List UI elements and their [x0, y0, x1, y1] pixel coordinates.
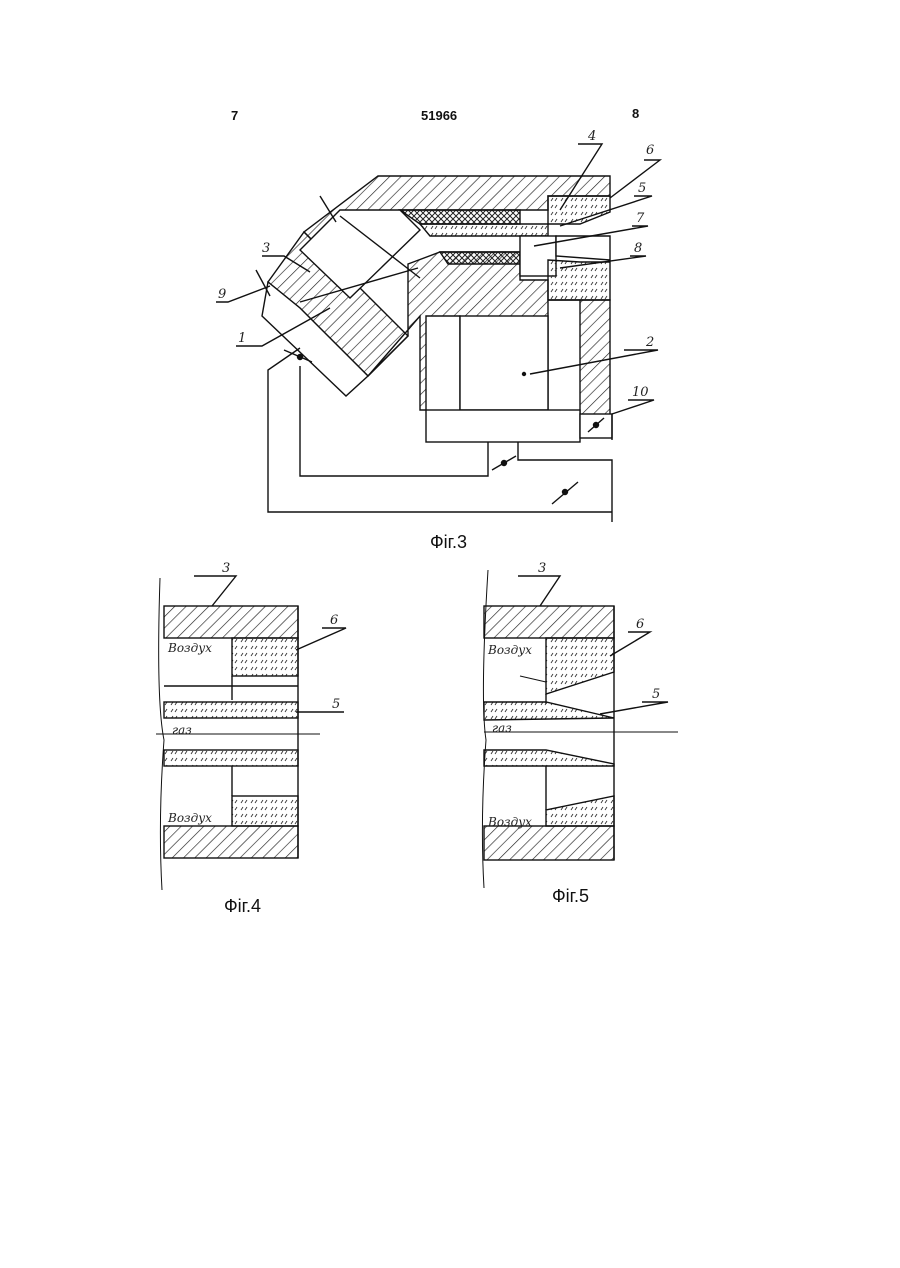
figure-5-caption: Фіг.5 [552, 886, 589, 907]
figure-5-labels: 3 6 5 Воздух газ Воздух [487, 561, 660, 829]
svg-text:3: 3 [538, 561, 546, 576]
svg-text:Воздух: Воздух [487, 643, 532, 657]
svg-text:2: 2 [645, 335, 654, 350]
svg-text:7: 7 [636, 211, 645, 226]
svg-text:5: 5 [332, 697, 340, 712]
svg-text:10: 10 [632, 385, 649, 400]
svg-text:5: 5 [652, 687, 660, 702]
svg-text:8: 8 [634, 241, 642, 256]
figure-3 [216, 144, 660, 522]
figure-4-labels: 3 6 5 Воздух газ Воздух [167, 561, 340, 825]
svg-text:5: 5 [638, 181, 646, 196]
svg-text:Воздух: Воздух [167, 811, 212, 825]
svg-text:6: 6 [636, 617, 644, 632]
svg-text:Воздух: Воздух [167, 641, 212, 655]
figure-4-caption: Фіг.4 [224, 896, 261, 917]
svg-text:1: 1 [238, 331, 246, 346]
svg-text:Воздух: Воздух [487, 815, 532, 829]
svg-text:6: 6 [646, 143, 654, 158]
svg-text:3: 3 [222, 561, 230, 576]
figure-3-caption: Фіг.3 [430, 532, 467, 553]
svg-text:6: 6 [330, 613, 338, 628]
svg-text:3: 3 [262, 241, 270, 256]
svg-text:газ: газ [172, 723, 192, 737]
svg-text:9: 9 [218, 287, 226, 302]
svg-text:4: 4 [587, 129, 596, 144]
svg-text:газ: газ [492, 721, 512, 735]
